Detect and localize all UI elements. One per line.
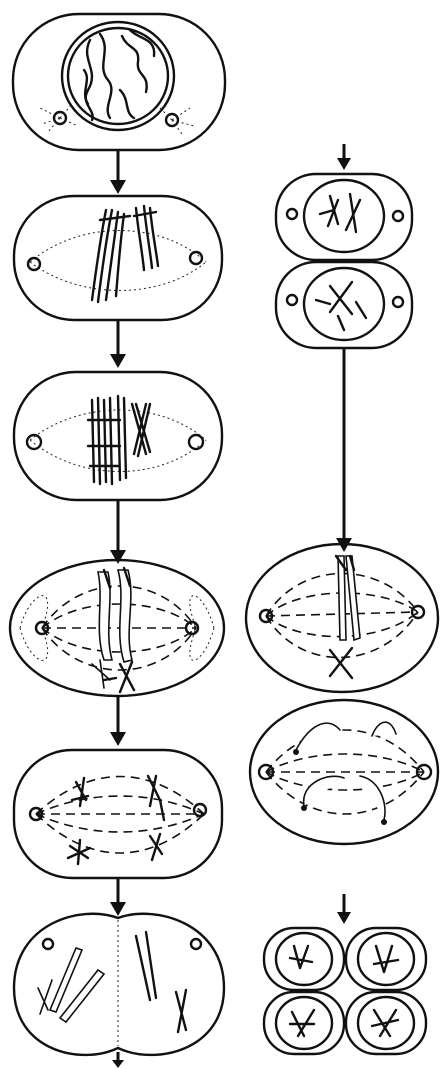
cell-stage-6 bbox=[14, 914, 224, 1055]
cell-stage-3 bbox=[14, 372, 222, 500]
cell-stage-1 bbox=[13, 14, 225, 150]
cell-stage-r1 bbox=[276, 174, 412, 348]
arrow-down-icon bbox=[337, 894, 351, 924]
arrow-down-icon bbox=[110, 320, 126, 368]
cell-stage-2 bbox=[14, 196, 222, 320]
arrow-down-icon bbox=[110, 696, 126, 746]
arrow-down-icon bbox=[110, 878, 126, 916]
centrosome-right bbox=[158, 106, 194, 134]
arrow-down-icon bbox=[337, 144, 351, 170]
arrow-down-icon bbox=[110, 150, 126, 194]
cell-stage-4 bbox=[10, 560, 224, 696]
arrow-down-icon bbox=[336, 348, 352, 552]
arrow-down-icon bbox=[112, 1052, 124, 1068]
cell-stage-5 bbox=[14, 750, 222, 878]
cell-stage-r4 bbox=[264, 928, 426, 1054]
cell-stage-r3 bbox=[250, 700, 438, 844]
cell-stage-r2 bbox=[246, 544, 438, 692]
arrow-down-icon bbox=[110, 500, 126, 564]
